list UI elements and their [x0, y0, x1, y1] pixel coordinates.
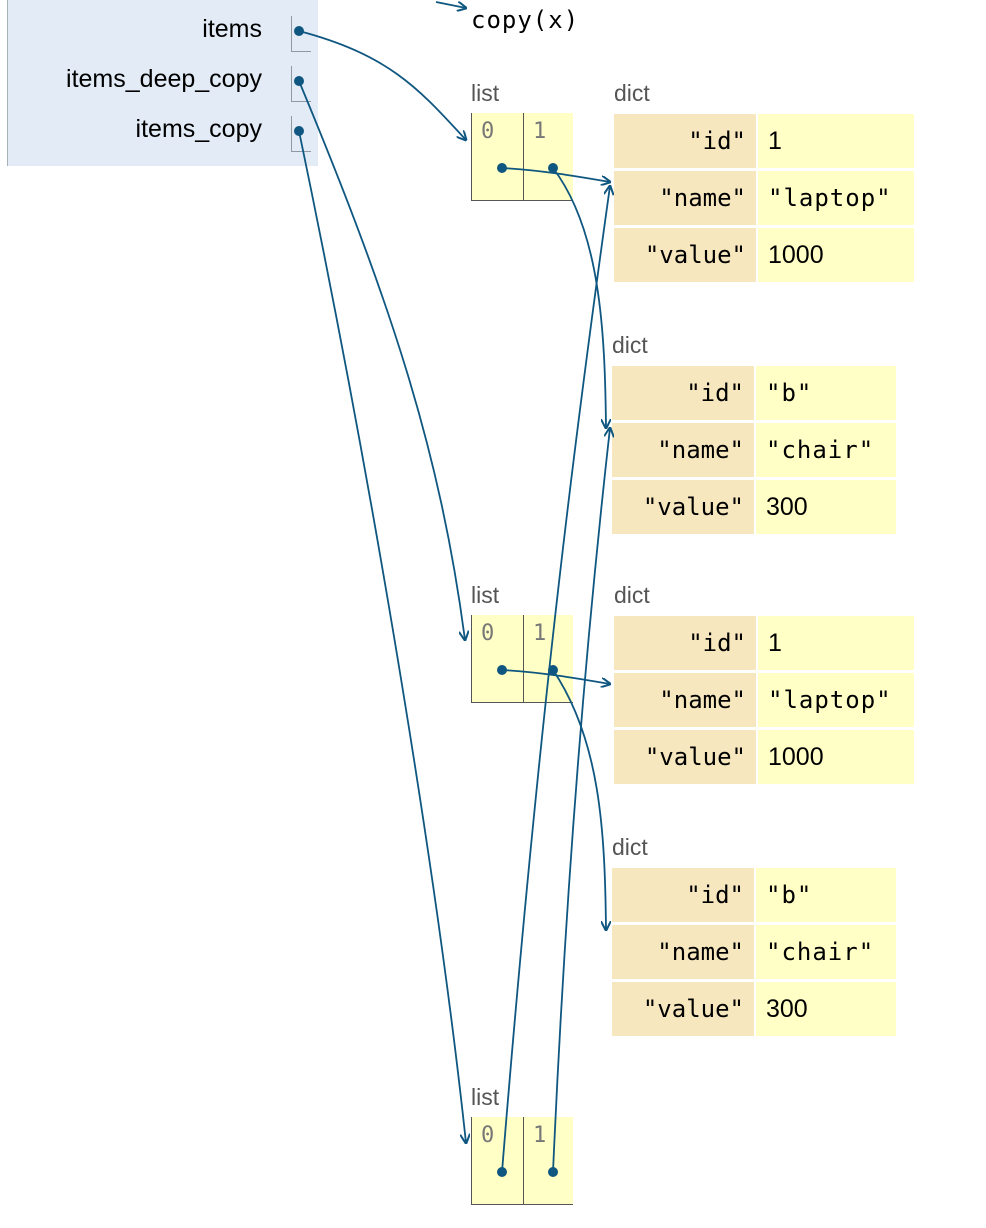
dict-key: "name" — [612, 925, 754, 979]
list-cell-1: 1 — [523, 615, 574, 702]
dict-key: "id" — [614, 114, 756, 168]
arrow-stub-top — [435, 1, 466, 8]
list-index: 1 — [533, 1123, 547, 1148]
list-cell-0: 0 — [472, 1117, 523, 1204]
items-deep-copy-pointer-cell — [291, 66, 311, 102]
dict-value: "laptop" — [758, 673, 914, 727]
pointer-dot-items-deep-copy — [294, 76, 304, 86]
dict-key: "name" — [612, 423, 754, 477]
list-type-label-2: list — [471, 582, 500, 608]
dict-key: "name" — [614, 171, 756, 225]
dict-key: "id" — [612, 868, 754, 922]
dict-value: "chair" — [756, 423, 896, 477]
items-pointer-cell — [291, 16, 311, 52]
arrow-items-to-list1 — [298, 30, 466, 140]
list-cell-1: 1 — [523, 1117, 574, 1204]
list-index: 1 — [533, 119, 547, 144]
pointer-dot-list1-0 — [497, 163, 507, 173]
dict-value: "b" — [756, 868, 896, 922]
arrow-list1-1-to-dict2 — [552, 167, 606, 428]
var-items-copy: items_copy — [135, 115, 262, 143]
list-type-label-3: list — [471, 1084, 500, 1110]
dict-value: 300 — [756, 480, 896, 534]
items-copy-pointer-cell — [291, 116, 311, 152]
arrow-list3-0-to-dict1 — [501, 186, 610, 1173]
list-object-1: 0 1 — [471, 113, 573, 201]
dict-type-label-2: dict — [612, 332, 648, 358]
global-frame — [7, 0, 318, 166]
pointer-dot-items-copy — [294, 126, 304, 136]
list-object-3: 0 1 — [471, 1117, 573, 1205]
function-label: copy(x) — [471, 6, 580, 34]
dict-value: 300 — [756, 982, 896, 1036]
pointer-dot-list3-1 — [548, 1167, 558, 1177]
dict-value: 1 — [758, 114, 914, 168]
dict-key: "value" — [612, 982, 754, 1036]
dict-key: "value" — [612, 480, 754, 534]
dict-value: "laptop" — [758, 171, 914, 225]
dict-key: "id" — [614, 616, 756, 670]
dict-value: 1000 — [758, 730, 914, 784]
dict-key: "id" — [612, 366, 754, 420]
dict-type-label-3: dict — [614, 582, 650, 608]
list-cell-1: 1 — [523, 113, 574, 200]
arrow-list3-1-to-dict2 — [552, 428, 610, 1173]
pointer-dot-list2-0 — [497, 665, 507, 675]
arrow-deepcopy-to-list2 — [298, 80, 465, 640]
list-type-label-1: list — [471, 80, 500, 106]
dict-key: "name" — [614, 673, 756, 727]
var-items-deep-copy: items_deep_copy — [66, 65, 262, 93]
arrow-list2-1-to-dict4 — [552, 669, 606, 930]
dict-value: "chair" — [756, 925, 896, 979]
list-object-2: 0 1 — [471, 615, 573, 703]
dict-key: "value" — [614, 730, 756, 784]
dict-value: 1 — [758, 616, 914, 670]
dict-type-label-4: dict — [612, 834, 648, 860]
list-index: 1 — [533, 621, 547, 646]
arrow-copy-to-list3 — [298, 130, 466, 1143]
pointer-dot-list3-0 — [497, 1167, 507, 1177]
dict-type-label-1: dict — [614, 80, 650, 106]
list-index: 0 — [481, 1123, 495, 1148]
list-cell-0: 0 — [472, 615, 523, 702]
dict-value: "b" — [756, 366, 896, 420]
pointer-dot-list2-1 — [548, 665, 558, 675]
list-cell-0: 0 — [472, 113, 523, 200]
dict-key: "value" — [614, 228, 756, 282]
pointer-dot-items — [294, 26, 304, 36]
var-items: items — [202, 15, 262, 43]
list-index: 0 — [481, 621, 495, 646]
list-index: 0 — [481, 119, 495, 144]
pointer-dot-list1-1 — [548, 163, 558, 173]
dict-value: 1000 — [758, 228, 914, 282]
